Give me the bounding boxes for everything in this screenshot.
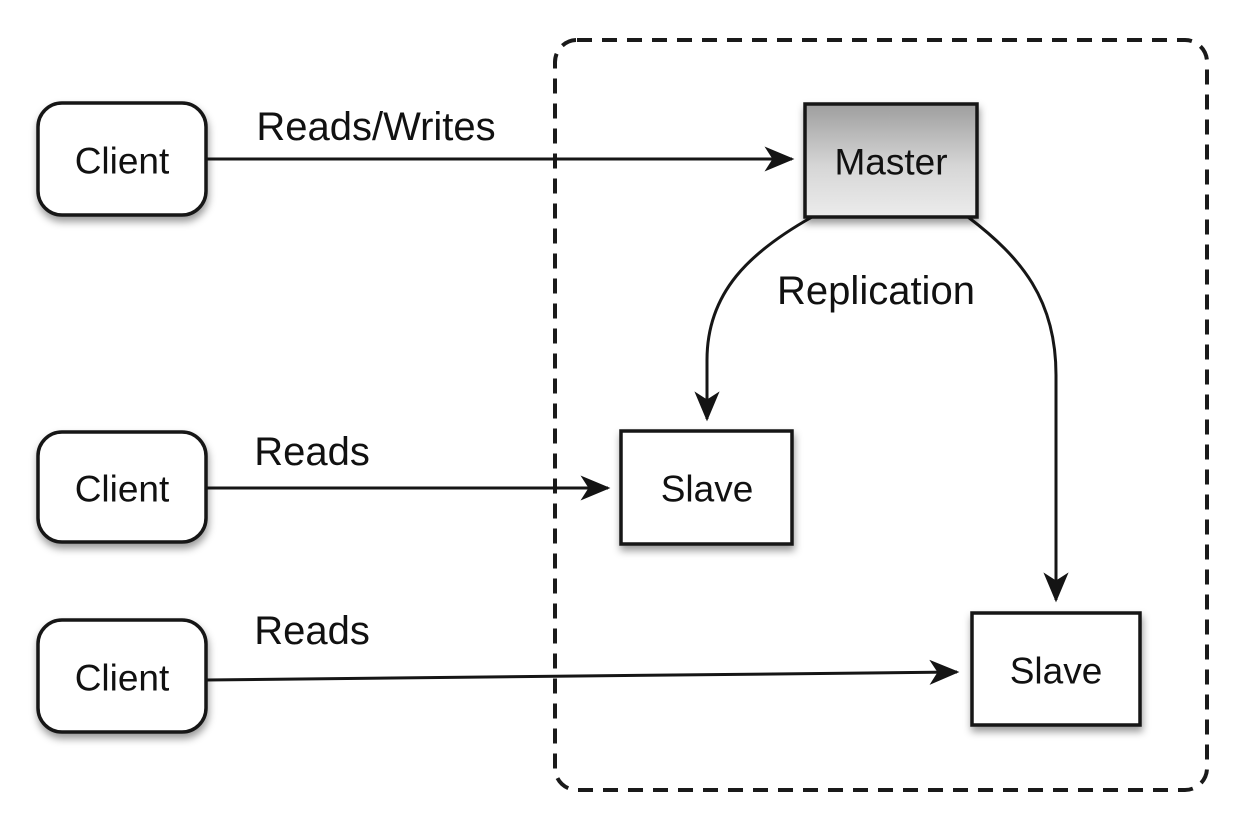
master-box — [803, 102, 979, 219]
edge-label-reads-bottom: Reads — [254, 609, 370, 653]
slave-left-box — [619, 429, 794, 546]
edge-label-reads-middle: Reads — [254, 430, 370, 474]
edge-label-reads-writes: Reads/Writes — [256, 105, 495, 149]
node-slave-right: Slave — [970, 611, 1142, 727]
node-master: Master — [803, 102, 979, 219]
edge-replication-to-left-slave-arrow — [694, 215, 813, 422]
slave-right-box — [970, 611, 1142, 727]
client-bottom-label: Client — [75, 658, 170, 699]
slave-right-label: Slave — [1010, 651, 1103, 692]
edge-reads-bottom-arrow — [205, 659, 960, 685]
node-slave-left: Slave — [619, 429, 794, 546]
master-label: Master — [834, 142, 947, 183]
client-top-label: Client — [75, 141, 170, 182]
node-client-bottom: Client — [36, 618, 208, 734]
node-client-middle: Client — [36, 430, 208, 544]
client-middle-label: Client — [75, 469, 170, 510]
edge-label-replication: Replication — [777, 269, 975, 313]
replication-zone-boundary — [553, 38, 1209, 792]
node-client-top: Client — [36, 101, 208, 217]
client-top-box — [36, 101, 208, 217]
client-middle-box — [36, 430, 208, 544]
edge-replication-to-right-slave-arrow — [967, 215, 1069, 603]
client-bottom-box — [36, 618, 208, 734]
slave-left-label: Slave — [661, 469, 754, 510]
